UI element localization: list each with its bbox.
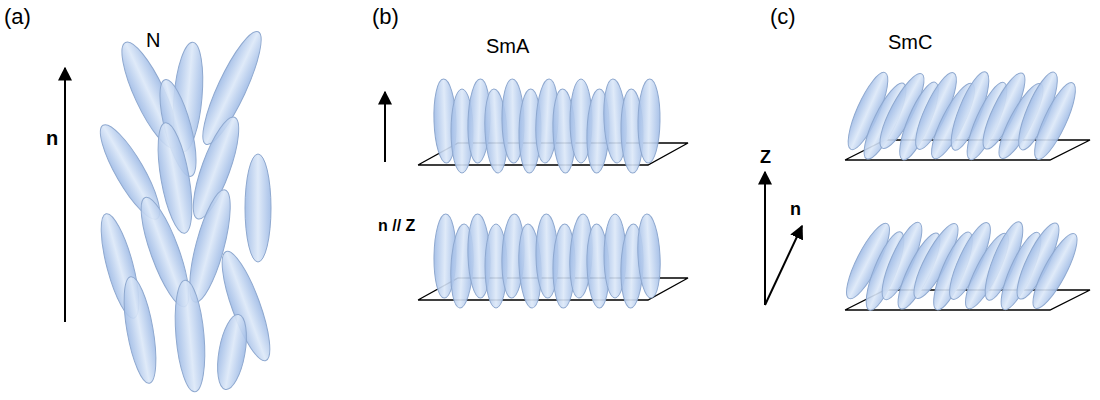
- phase-name: N: [146, 30, 160, 50]
- axis-label: Z: [760, 148, 771, 166]
- director-label: n: [790, 200, 801, 218]
- panel-letter: (b): [372, 6, 399, 28]
- director-label: n // Z: [378, 218, 415, 234]
- director-arrow: [765, 226, 802, 305]
- rod-molecule: [171, 279, 209, 393]
- phase-name: SmA: [486, 36, 529, 56]
- director-arrow: [64, 68, 66, 322]
- rod-molecule: [1027, 78, 1082, 163]
- rod-molecule: [636, 213, 662, 298]
- director-arrow: [384, 92, 386, 162]
- rod-molecule: [1026, 229, 1085, 313]
- rod-molecule: [118, 275, 162, 386]
- phase-name: SmC: [888, 32, 932, 52]
- rod-molecule: [213, 312, 252, 391]
- layer-normal-arrow: [764, 172, 766, 305]
- director-arrows: [65, 68, 802, 322]
- rod-molecules: [91, 26, 1085, 393]
- rod-molecule: [637, 79, 660, 163]
- rod-molecule: [245, 154, 271, 262]
- director-label: n: [46, 128, 58, 148]
- panel-letter: (a): [4, 6, 31, 28]
- smectic-layer-planes: [418, 140, 1090, 310]
- panel-letter: (c): [770, 6, 796, 28]
